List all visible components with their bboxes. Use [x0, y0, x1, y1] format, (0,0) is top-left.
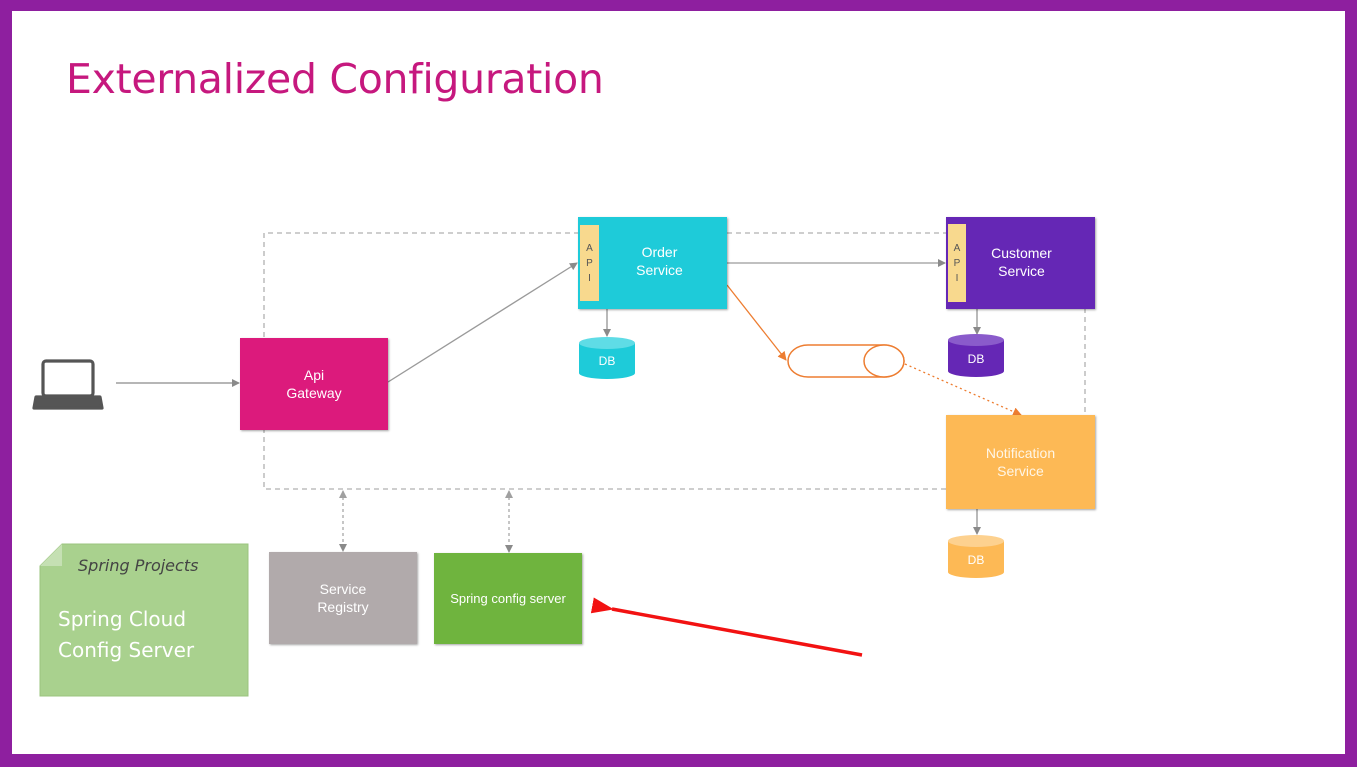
order-to-queue-arrow	[726, 284, 787, 361]
notification-service-label-2: Service	[997, 463, 1044, 479]
notification-db-cylinder	[948, 535, 1004, 578]
customer-db-cylinder	[948, 334, 1004, 377]
customer-api-tab: A P I	[948, 224, 966, 302]
notification-service-box: Notification Service	[946, 415, 1095, 509]
note-subtitle: Spring Projects	[78, 556, 199, 575]
order-api-tab: A P I	[580, 225, 599, 301]
service-registry-label-2: Registry	[317, 599, 369, 615]
message-queue	[787, 344, 905, 378]
customer-service-label-1: Customer	[991, 245, 1052, 261]
customer-service-box: Customer Service	[946, 217, 1095, 309]
order-service-label-2: Service	[636, 262, 683, 278]
order-db-cylinder	[579, 337, 635, 379]
service-registry-box: Service Registry	[269, 552, 417, 644]
api-gateway-label-1: Api	[303, 367, 325, 383]
config-server-box: Spring config server	[434, 553, 582, 644]
customer-db-label: DB	[967, 352, 985, 366]
api-gateway-label-2: Gateway	[286, 385, 342, 401]
spring-projects-note-shape	[39, 543, 249, 697]
slide-title: Externalized Configuration	[66, 55, 604, 103]
highlight-arrow	[590, 597, 863, 657]
config-server-label: Spring config server	[450, 590, 566, 606]
note-line-2: Config Server	[58, 638, 195, 662]
service-registry-label-1: Service	[319, 581, 367, 597]
api-gateway-box: Api Gateway	[240, 338, 388, 430]
dashed-network-boundary	[263, 232, 1086, 490]
notification-db-label: DB	[967, 553, 985, 567]
order-service-box: Order Service	[578, 217, 727, 309]
note-body: Spring Cloud Config Server	[58, 604, 194, 666]
order-service-label-1: Order	[641, 244, 678, 260]
note-line-1: Spring Cloud	[58, 607, 187, 631]
queue-to-notification-arrow	[904, 363, 1022, 416]
customer-service-label-2: Service	[998, 263, 1045, 279]
notification-service-label-1: Notification	[985, 445, 1056, 461]
gateway-to-order-arrow	[387, 262, 578, 383]
laptop-icon	[32, 359, 104, 410]
order-db-label: DB	[598, 354, 616, 368]
